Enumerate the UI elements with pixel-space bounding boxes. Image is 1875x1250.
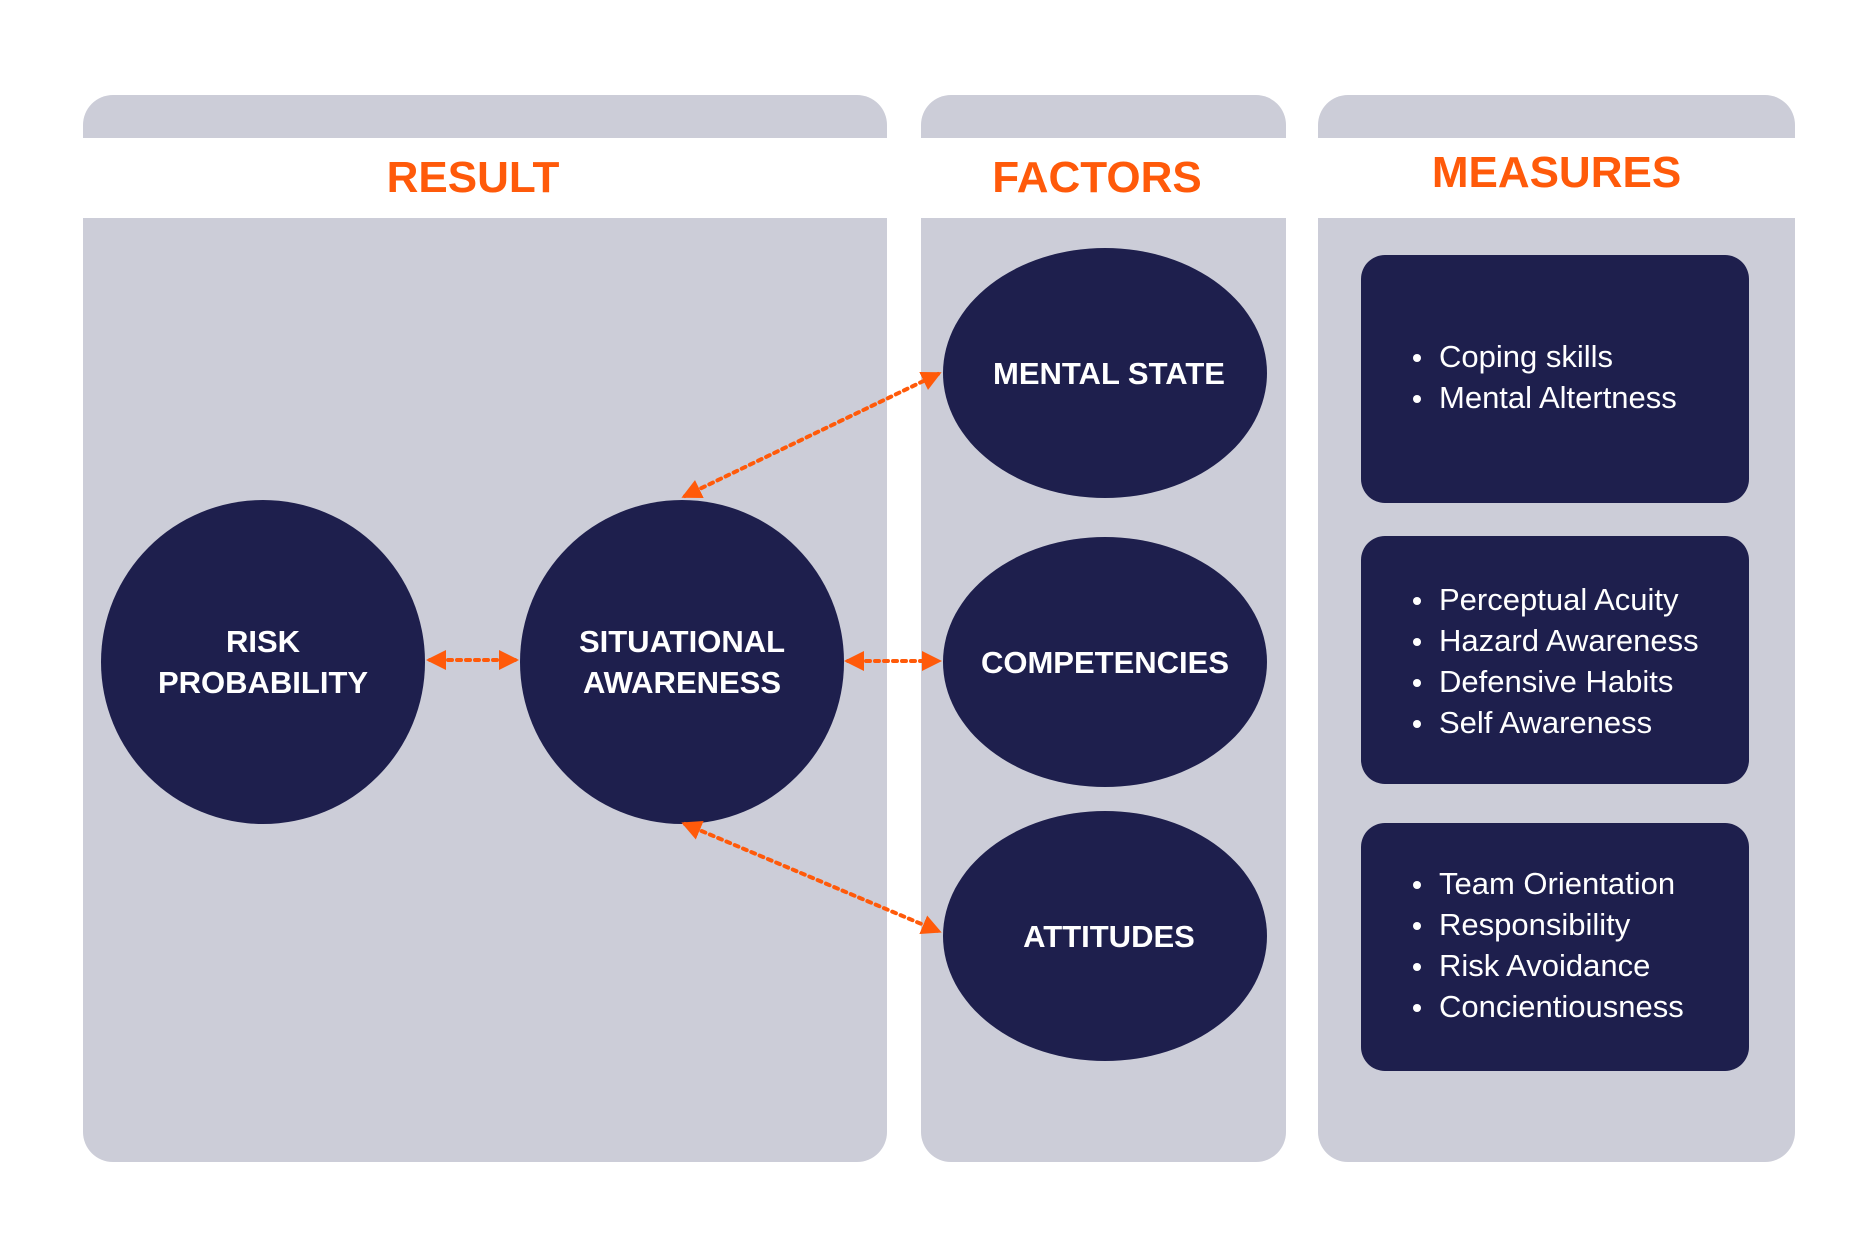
situational-awareness-node: SITUATIONAL AWARENESS: [520, 500, 844, 824]
measures-box-mental-state: Coping skills Mental Altertness: [1361, 255, 1749, 503]
attitudes-node: ATTITUDES: [943, 811, 1267, 1061]
mental-state-label: MENTAL STATE: [993, 355, 1225, 391]
risk-probability-node: RISK PROBABILITY: [101, 500, 425, 824]
situational-awareness-label-line-1: SITUATIONAL: [578, 624, 786, 659]
measures-list-attitudes: Team Orientation Responsibility Risk Avo…: [1411, 863, 1749, 1027]
attitudes-label: ATTITUDES: [1023, 918, 1195, 954]
competencies-label: COMPETENCIES: [980, 644, 1230, 680]
measure-item: Risk Avoidance: [1411, 945, 1749, 986]
measures-header: MEASURES: [1431, 148, 1682, 197]
measure-item: Hazard Awareness: [1411, 620, 1749, 661]
measure-item: Perceptual Acuity: [1411, 579, 1749, 620]
risk-probability-label-line-2: PROBABILITY: [157, 665, 369, 700]
result-header-band: [83, 138, 887, 218]
measures-box-competencies: Perceptual Acuity Hazard Awareness Defen…: [1361, 536, 1749, 784]
result-header: RESULT: [386, 153, 560, 202]
measure-item: Self Awareness: [1411, 702, 1749, 743]
mental-state-node: MENTAL STATE: [943, 248, 1267, 498]
situational-awareness-label-line-2: AWARENESS: [582, 665, 782, 700]
measure-item: Defensive Habits: [1411, 661, 1749, 702]
measure-item: Coping skills: [1411, 336, 1749, 377]
factors-header: FACTORS: [992, 153, 1202, 202]
competencies-node: COMPETENCIES: [943, 537, 1267, 787]
factors-header-band: [921, 138, 1286, 218]
measures-box-attitudes: Team Orientation Responsibility Risk Avo…: [1361, 823, 1749, 1071]
measures-list-mental-state: Coping skills Mental Altertness: [1411, 336, 1749, 418]
measure-item: Responsibility: [1411, 904, 1749, 945]
connector-situational-mental-state: [681, 371, 942, 499]
measure-item: Mental Altertness: [1411, 377, 1749, 418]
risk-probability-label-line-1: RISK: [225, 624, 301, 659]
connector-situational-attitudes: [681, 821, 942, 934]
measures-header-band: [1318, 138, 1795, 218]
measure-item: Concientiousness: [1411, 986, 1749, 1027]
measure-item: Team Orientation: [1411, 863, 1749, 904]
measures-list-competencies: Perceptual Acuity Hazard Awareness Defen…: [1411, 579, 1749, 743]
